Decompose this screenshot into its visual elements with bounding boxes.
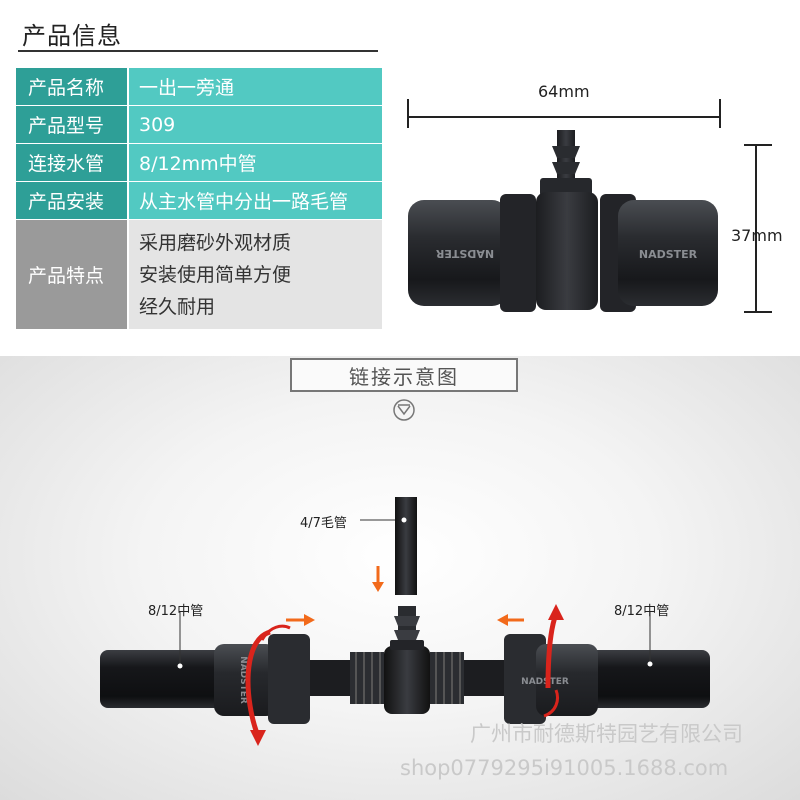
barb-outlet [540,130,592,196]
svg-text:NADSTER: NADSTER [521,677,569,687]
center-tee [384,606,430,714]
spec-value: 309 [129,106,382,143]
feature-item: 采用磨砂外观材质 [139,231,292,254]
feature-item: 安装使用简单方便 [139,263,292,286]
brand-mark: NADSTER [639,248,698,261]
feature-item: 经久耐用 [139,295,216,318]
right-compression-cap: NADSTER [504,634,598,724]
svg-text:NADSTER: NADSTER [238,656,248,704]
width-dimension [407,99,721,128]
right-compression-cap: NADSTER [600,194,718,312]
spec-key: 产品安装 [16,182,129,219]
left-pipe-label: 8/12中管 [148,604,204,619]
rotate-arrow-icon [543,604,564,718]
height-dimension [744,144,772,313]
spec-row-name: 产品名称 一出一旁通 [16,68,382,106]
left-arrow-icon [497,614,524,626]
spec-value: 一出一旁通 [129,68,382,105]
left-compression-cap: NADSTER [408,194,536,312]
page-title: 产品信息 [22,22,122,50]
height-label: 37mm [731,226,783,245]
spec-row-pipe: 连接水管 8/12mm中管 [16,144,382,182]
chevron-down-icon [393,399,415,421]
left-compression-cap: NADSTER [214,634,310,724]
spec-key: 连接水管 [16,144,129,181]
spec-key: 产品名称 [16,68,129,105]
spec-row-features: 产品特点 采用磨砂外观材质 安装使用简单方便 经久耐用 [16,220,382,330]
rotate-arrow-icon [245,624,291,746]
company-watermark: 广州市耐德斯特园艺有限公司 [470,722,743,746]
down-arrow-icon [372,566,384,592]
spec-value-list: 采用磨砂外观材质 安装使用简单方便 经久耐用 [129,220,382,329]
width-label: 64mm [538,82,590,101]
shop-watermark: shop0779295i91005.1688.com [400,756,729,780]
right-thread [430,652,464,704]
spec-value: 从主水管中分出一路毛管 [129,182,382,219]
right-pipe-label: 8/12中管 [614,604,670,619]
capillary-pipe [395,497,417,595]
spec-key: 产品特点 [16,220,129,329]
title-divider [18,50,378,52]
connection-diagram: NADSTER NADSTER [100,399,710,746]
left-thread [350,652,384,704]
spec-value: 8/12mm中管 [129,144,382,181]
spec-row-model: 产品型号 309 [16,106,382,144]
right-arrow-icon [286,614,315,626]
left-main-pipe [100,650,250,708]
diagram-title: 链接示意图 [290,358,518,392]
product-photo: NADSTER NADSTER [407,99,772,313]
spec-row-install: 产品安装 从主水管中分出一路毛管 [16,182,382,220]
spec-table: 产品名称 一出一旁通 产品型号 309 连接水管 8/12mm中管 产品安装 从… [16,68,382,330]
tee-body [536,192,598,310]
capillary-label: 4/7毛管 [300,516,347,531]
brand-mark: NADSTER [435,247,494,260]
spec-key: 产品型号 [16,106,129,143]
